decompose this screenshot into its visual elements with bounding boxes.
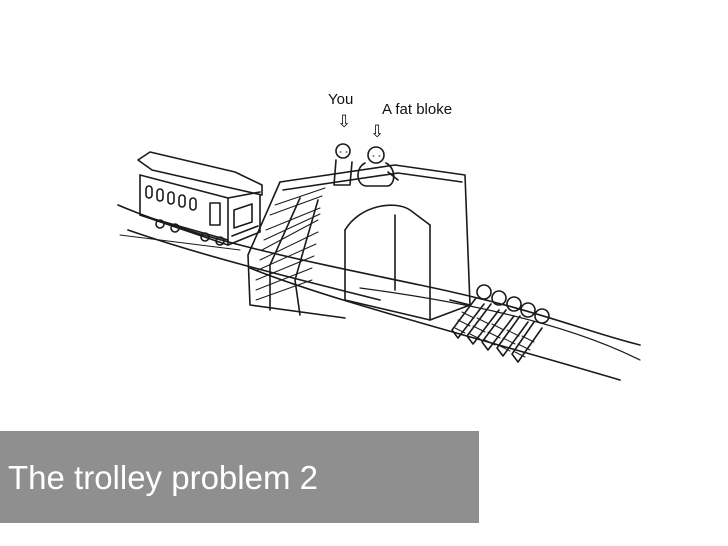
railway-tracks [117,204,641,381]
down-arrow-icon: ⇩ [337,112,352,132]
down-arrow-icon: ⇩ [370,122,385,142]
person-you [333,143,353,186]
people-on-track [451,284,550,363]
caption-bar [0,431,479,523]
person-fat-bloke [357,146,399,187]
trolley-car [137,151,263,246]
footbridge [247,164,471,321]
label-you: You [328,91,354,108]
label-fat-bloke: A fat bloke [382,101,453,118]
slide-title: The trolley problem 2 [8,459,318,496]
